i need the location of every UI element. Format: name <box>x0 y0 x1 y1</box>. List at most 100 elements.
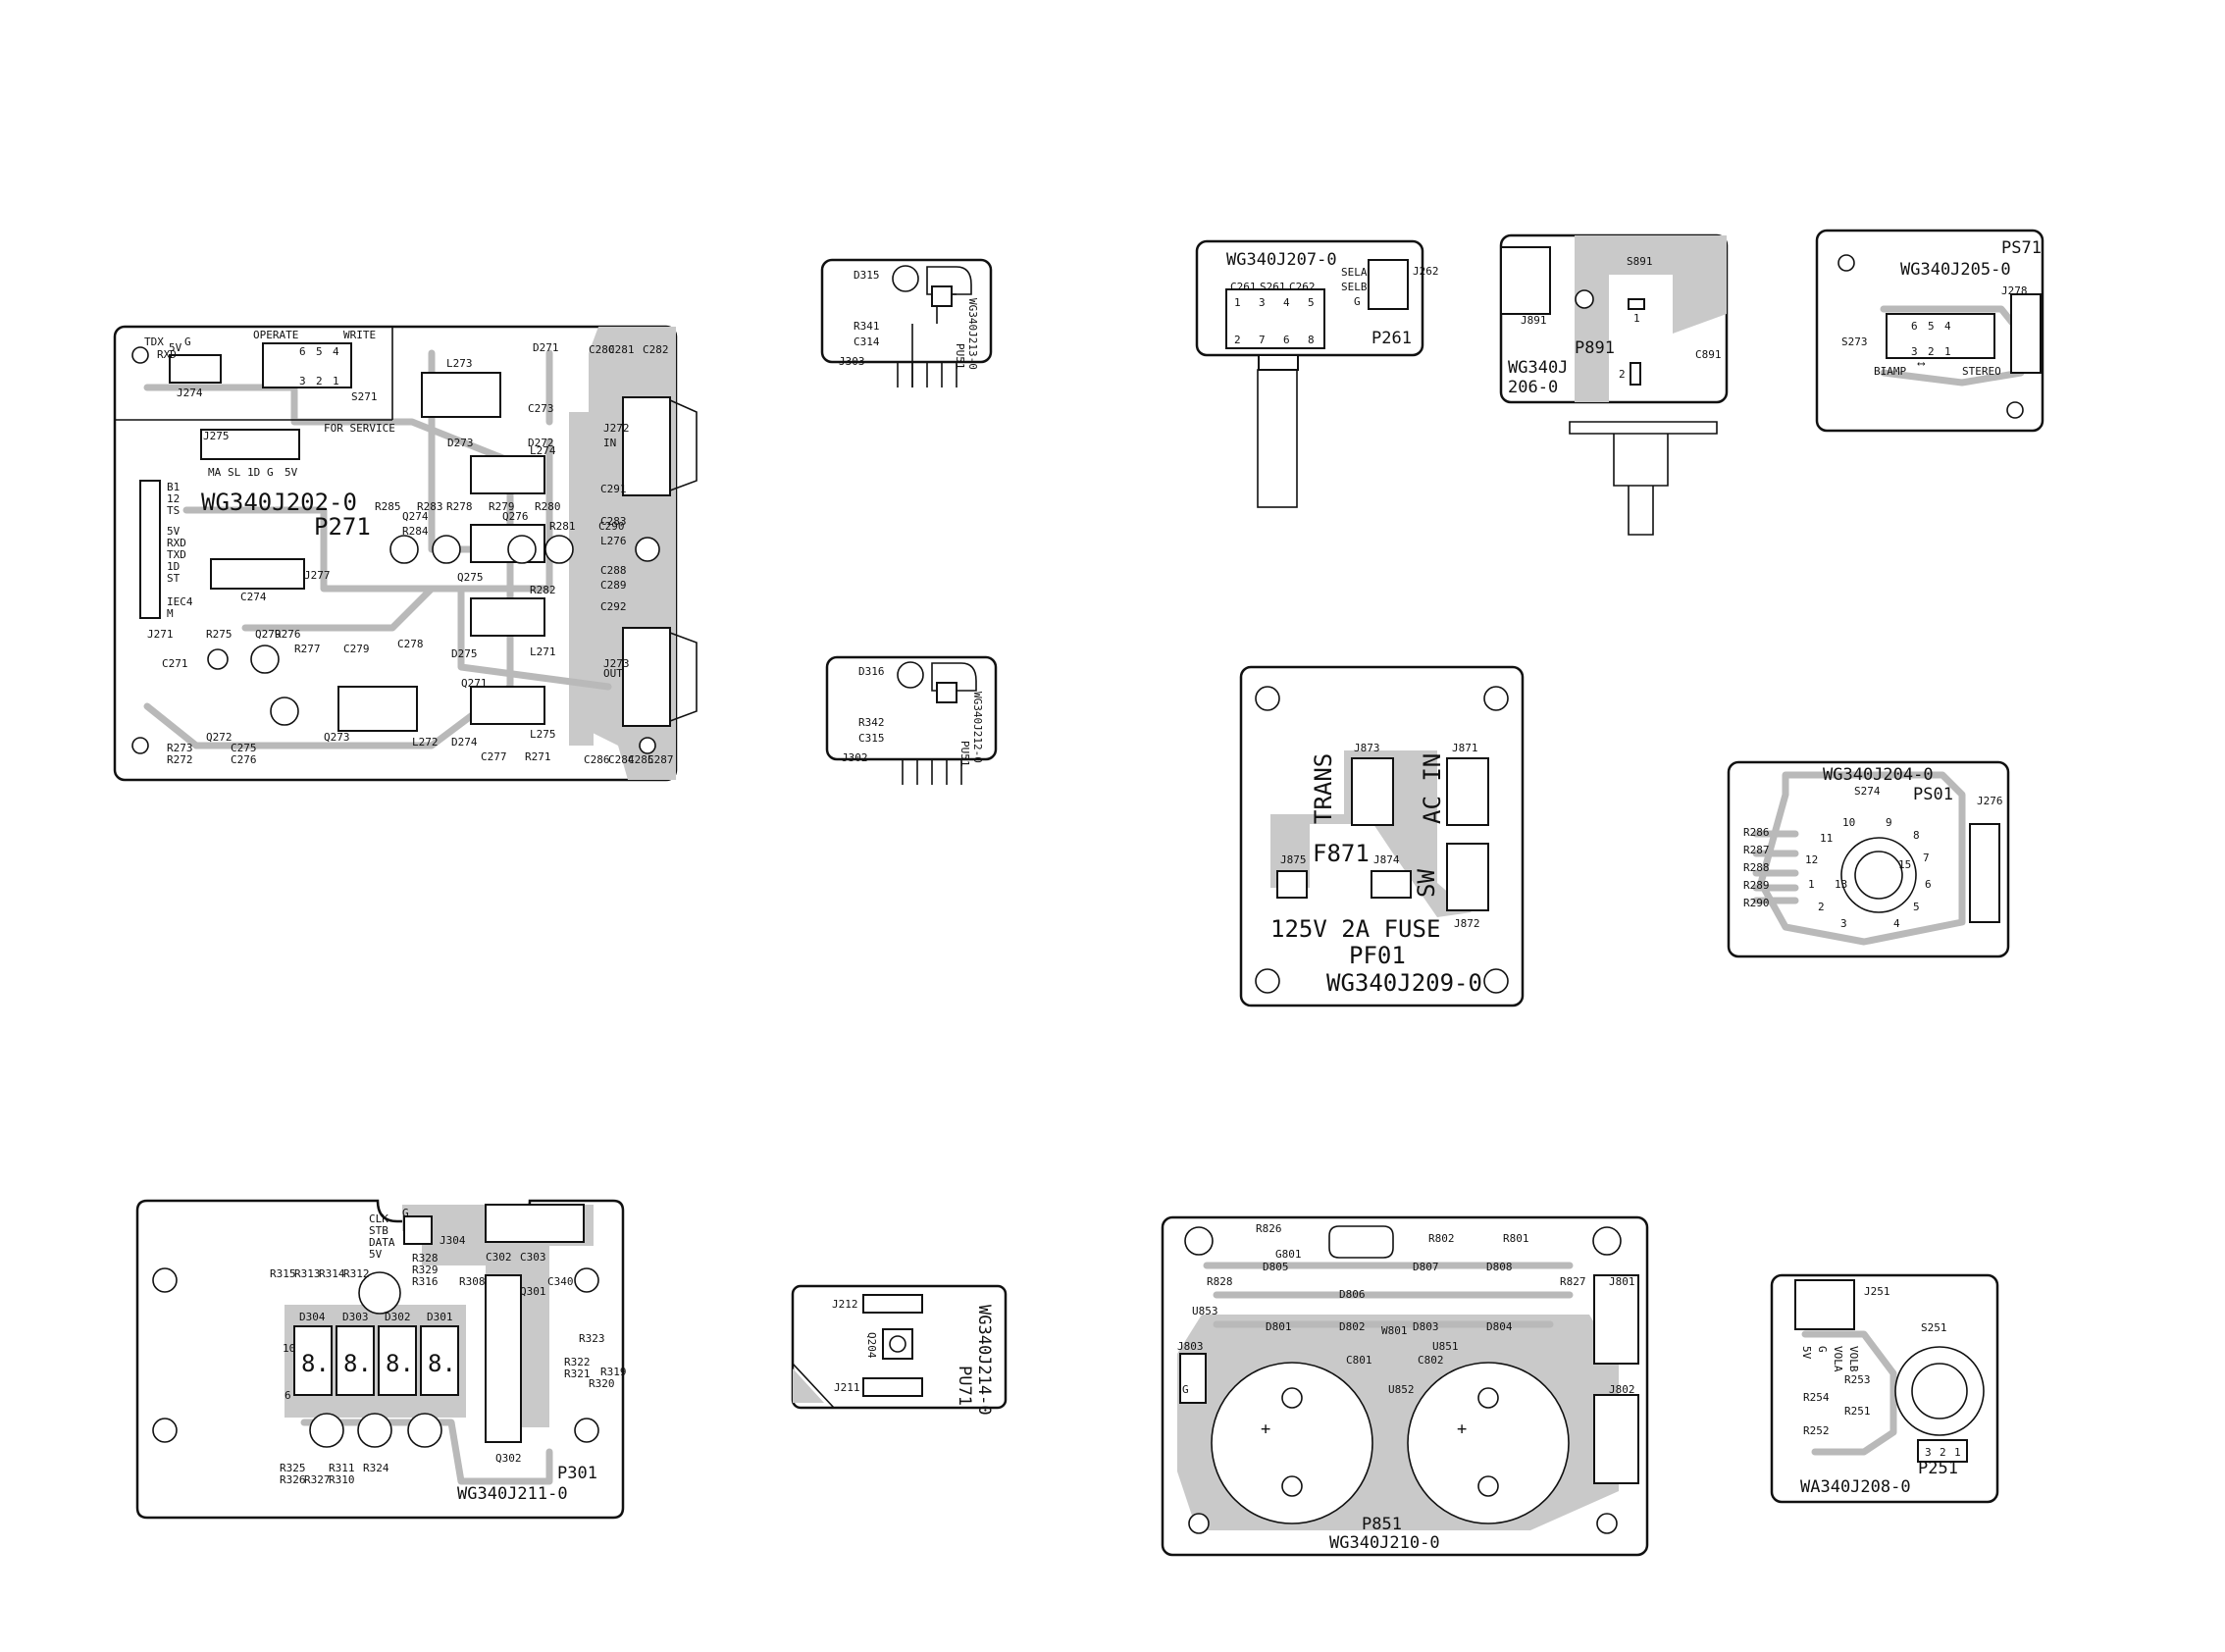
svg-text:SELB: SELB <box>1341 281 1368 293</box>
svg-text:8.: 8. <box>343 1350 372 1377</box>
label-r341: R341 <box>854 320 880 333</box>
svg-text:R280: R280 <box>535 500 561 513</box>
svg-text:8: 8 <box>1913 829 1920 842</box>
svg-text:5: 5 <box>316 345 323 358</box>
label-r342: R342 <box>858 716 885 729</box>
svg-text:L276: L276 <box>600 535 627 547</box>
svg-text:S273: S273 <box>1841 336 1868 348</box>
svg-text:S891: S891 <box>1627 255 1653 268</box>
svg-text:Q272: Q272 <box>206 731 233 744</box>
board-name: P301 <box>557 1464 597 1483</box>
svg-text:C281: C281 <box>608 343 635 356</box>
svg-text:5V: 5V <box>369 1248 383 1261</box>
svg-text:R284: R284 <box>402 525 429 538</box>
label-c315: C315 <box>858 732 885 745</box>
svg-text:J277: J277 <box>304 569 331 582</box>
svg-text:SELA: SELA <box>1341 266 1368 279</box>
svg-text:2: 2 <box>316 375 323 387</box>
svg-text:J873: J873 <box>1354 742 1380 754</box>
svg-text:R801: R801 <box>1503 1232 1529 1245</box>
svg-text:S261: S261 <box>1260 281 1286 293</box>
svg-text:R322: R322 <box>564 1356 591 1368</box>
board-name: PS01 <box>1913 785 1953 804</box>
svg-text:D808: D808 <box>1486 1261 1513 1273</box>
svg-text:D271: D271 <box>533 341 559 354</box>
svg-text:4: 4 <box>1944 320 1951 333</box>
svg-text:R327: R327 <box>304 1473 331 1486</box>
board-name: P891 <box>1575 338 1615 358</box>
sw-label: SW <box>1413 869 1440 898</box>
svg-text:6: 6 <box>299 345 306 358</box>
svg-text:R278: R278 <box>446 500 473 513</box>
svg-text:R312: R312 <box>343 1267 370 1280</box>
svg-text:Q273: Q273 <box>324 731 350 744</box>
svg-text:G: G <box>1354 295 1361 308</box>
svg-text:R283: R283 <box>417 500 443 513</box>
label-j303: J303 <box>839 355 865 368</box>
svg-text:J891: J891 <box>1521 314 1547 327</box>
svg-text:R315: R315 <box>270 1267 296 1280</box>
svg-text:D303: D303 <box>342 1311 369 1323</box>
svg-text:L273: L273 <box>446 357 473 370</box>
svg-text:3: 3 <box>1259 296 1266 309</box>
svg-text:4: 4 <box>1283 296 1290 309</box>
board-p251: P251 WA340J208-0 J251 S251 R253 R254 R25… <box>1770 1273 1999 1504</box>
svg-text:VOLB: VOLB <box>1847 1346 1860 1372</box>
svg-text:U852: U852 <box>1388 1383 1415 1396</box>
svg-text:Q275: Q275 <box>457 571 484 584</box>
svg-text:R310: R310 <box>329 1473 355 1486</box>
svg-text:IEC4: IEC4 <box>167 595 193 608</box>
svg-text:J271: J271 <box>147 628 174 641</box>
svg-text:2: 2 <box>1619 368 1626 381</box>
svg-text:C284: C284 <box>608 753 635 766</box>
svg-text:OUT: OUT <box>603 667 623 680</box>
svg-text:R252: R252 <box>1803 1424 1830 1437</box>
board-pu51-top: D315 R341 C314 J303 WG340J213-0 PU51 <box>820 258 993 387</box>
svg-text:MA: MA <box>208 466 222 479</box>
svg-text:C288: C288 <box>600 564 627 577</box>
board-name: PU71 <box>955 1366 974 1406</box>
svg-text:J304: J304 <box>440 1234 466 1247</box>
svg-text:C303: C303 <box>520 1251 546 1264</box>
svg-text:VOLA: VOLA <box>1832 1346 1844 1372</box>
label-d315: D315 <box>854 269 880 282</box>
board-pu51-bottom: D316 R342 C315 J302 WG340J212-0 PU51 <box>825 655 998 785</box>
svg-text:B1: B1 <box>167 481 180 493</box>
svg-text:R328: R328 <box>412 1252 439 1265</box>
board-pf01: J873 J871 J875 J874 J872 TRANS AC IN SW … <box>1239 665 1525 1007</box>
board-code: WA340J208-0 <box>1800 1477 1911 1497</box>
svg-text:C290: C290 <box>598 520 625 533</box>
label-c314: C314 <box>854 336 880 348</box>
svg-text:R308: R308 <box>459 1275 486 1288</box>
svg-text:Q274: Q274 <box>402 510 429 523</box>
svg-text:R319: R319 <box>600 1366 627 1378</box>
svg-text:D802: D802 <box>1339 1320 1366 1333</box>
svg-text:C285: C285 <box>628 753 654 766</box>
svg-text:3: 3 <box>1925 1446 1932 1459</box>
svg-text:6: 6 <box>1283 334 1290 346</box>
svg-text:10: 10 <box>283 1342 295 1355</box>
svg-text:J275: J275 <box>203 430 230 442</box>
svg-text:R279: R279 <box>489 500 515 513</box>
svg-text:8.: 8. <box>301 1350 330 1377</box>
svg-text:10: 10 <box>1842 816 1855 829</box>
board-code: WG340J211-0 <box>457 1484 568 1504</box>
svg-text:J262: J262 <box>1413 265 1439 278</box>
svg-text:+: + <box>1261 1420 1270 1439</box>
label-j302: J302 <box>842 751 868 764</box>
svg-text:C276: C276 <box>231 753 257 766</box>
svg-text:J211: J211 <box>834 1381 860 1394</box>
svg-text:J801: J801 <box>1609 1275 1635 1288</box>
board-code: WG340J214-0 <box>974 1305 994 1416</box>
svg-text:D301: D301 <box>427 1311 453 1323</box>
board-code-suffix: 206-0 <box>1508 378 1558 397</box>
svg-text:3: 3 <box>299 375 306 387</box>
svg-text:8.: 8. <box>428 1350 456 1377</box>
svg-text:L274: L274 <box>530 444 556 457</box>
svg-text:DATA: DATA <box>369 1236 395 1249</box>
svg-text:4: 4 <box>1893 917 1900 930</box>
svg-text:1: 1 <box>1808 878 1815 891</box>
svg-text:G: G <box>267 466 274 479</box>
service-label: FOR SERVICE <box>324 422 395 435</box>
svg-text:R286: R286 <box>1743 826 1770 839</box>
